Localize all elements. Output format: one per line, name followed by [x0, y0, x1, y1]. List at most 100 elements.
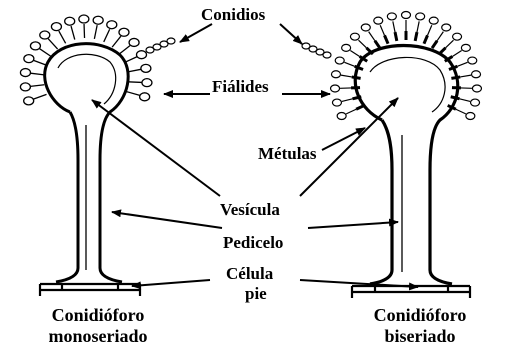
left-phialide	[30, 73, 44, 75]
label-conidios: Conidios	[201, 5, 265, 24]
left-conidium	[24, 55, 34, 63]
arrow-pedicelo-right	[308, 222, 398, 228]
left-conidiophore	[40, 44, 140, 296]
left-conidium	[140, 93, 150, 101]
left-phialide	[34, 60, 47, 65]
right-phialide	[457, 62, 467, 66]
arrow-conidios-right	[280, 24, 302, 44]
left-phialide	[59, 31, 66, 43]
label-pie: pie	[245, 284, 267, 303]
right-vesicle-outer	[355, 46, 457, 285]
right-metula	[375, 41, 380, 48]
right-conidium	[361, 24, 370, 31]
left-conidium	[93, 16, 103, 24]
left-conidium	[137, 51, 147, 59]
right-conidium	[342, 44, 351, 51]
left-phialide	[119, 46, 130, 55]
left-conidium	[79, 15, 89, 23]
right-conidium	[350, 33, 359, 40]
right-metula	[424, 35, 428, 43]
right-phialide	[380, 25, 384, 35]
label-pedicelo: Pedicelo	[223, 233, 283, 252]
label-celula: Célula	[226, 264, 273, 283]
right-phialide	[393, 21, 395, 32]
left-phialide	[104, 29, 110, 42]
label-vesicula: Vesícula	[220, 200, 280, 219]
label-fialides: Fiálides	[212, 77, 269, 96]
left-phialide	[112, 36, 121, 47]
left-conidium	[142, 79, 152, 87]
arrow-pedicelo-left	[112, 212, 222, 228]
right-conidium	[472, 71, 481, 78]
right-metula	[385, 35, 389, 43]
left-phialide	[40, 49, 52, 57]
right-phialide	[344, 62, 354, 66]
right-phialide	[350, 51, 359, 57]
right-phialide	[446, 40, 454, 48]
right-phialide	[342, 99, 353, 102]
left-phialide	[71, 26, 75, 39]
left-conidium	[20, 69, 30, 77]
left-phialide	[128, 82, 142, 83]
arrow-conidios-left	[180, 24, 212, 42]
right-phialide	[452, 51, 461, 57]
right-conidium	[471, 99, 480, 106]
left-foot-cell	[40, 284, 140, 296]
arrow-vesicula-left	[92, 100, 220, 196]
right-phialide	[460, 75, 471, 77]
right-phialides	[331, 12, 482, 120]
arrow-metulas	[322, 128, 365, 150]
conidia-chains	[146, 38, 331, 58]
right-conidium	[331, 85, 340, 92]
left-conidium	[30, 42, 40, 50]
left-phialide	[33, 94, 46, 99]
right-phialide	[427, 25, 431, 35]
left-phialides	[20, 15, 152, 105]
right-conidiophore	[352, 46, 470, 299]
caption-left-line2: monoseriado	[28, 326, 168, 347]
right-phialide	[341, 75, 352, 77]
right-phialide	[359, 40, 367, 48]
left-conidium	[51, 23, 61, 31]
right-metula	[395, 32, 397, 41]
left-conidium	[119, 28, 129, 36]
left-vesicle-inner	[58, 54, 116, 104]
right-conidium	[466, 113, 475, 120]
right-conidium	[468, 57, 477, 64]
left-conidium	[141, 64, 151, 72]
caption-right-line1: Conidióforo	[350, 305, 490, 326]
left-chain-conidium	[167, 38, 175, 44]
right-conidium	[429, 17, 438, 24]
right-conidium	[453, 33, 462, 40]
right-phialide	[437, 32, 443, 41]
caption-right: Conidióforo biseriado	[350, 305, 490, 347]
right-conidium	[335, 57, 344, 64]
right-chain-conidium	[323, 52, 331, 58]
left-conidium	[107, 21, 117, 29]
arrow-celula-left	[132, 280, 210, 286]
right-conidium	[332, 99, 341, 106]
right-phialide	[456, 109, 466, 114]
caption-left: Conidióforo monoseriado	[28, 305, 168, 347]
left-conidium	[65, 17, 75, 25]
right-phialide	[346, 109, 356, 114]
right-phialide	[417, 21, 419, 32]
left-conidium	[24, 97, 34, 105]
right-foot-cell	[352, 286, 470, 298]
caption-left-line1: Conidióforo	[28, 305, 168, 326]
right-conidium	[416, 13, 425, 20]
left-conidium	[20, 83, 30, 91]
right-metula	[415, 32, 417, 41]
left-phialide	[126, 92, 139, 96]
left-stipe-left	[56, 112, 78, 282]
right-conidium	[387, 13, 396, 20]
right-conidium	[331, 71, 340, 78]
right-phialide	[369, 32, 375, 41]
right-conidium	[402, 12, 411, 19]
right-conidium	[461, 44, 470, 51]
right-conidium	[374, 17, 383, 24]
right-phialide	[459, 99, 470, 102]
caption-right-line2: biseriado	[350, 326, 490, 347]
left-phialide	[94, 25, 97, 39]
